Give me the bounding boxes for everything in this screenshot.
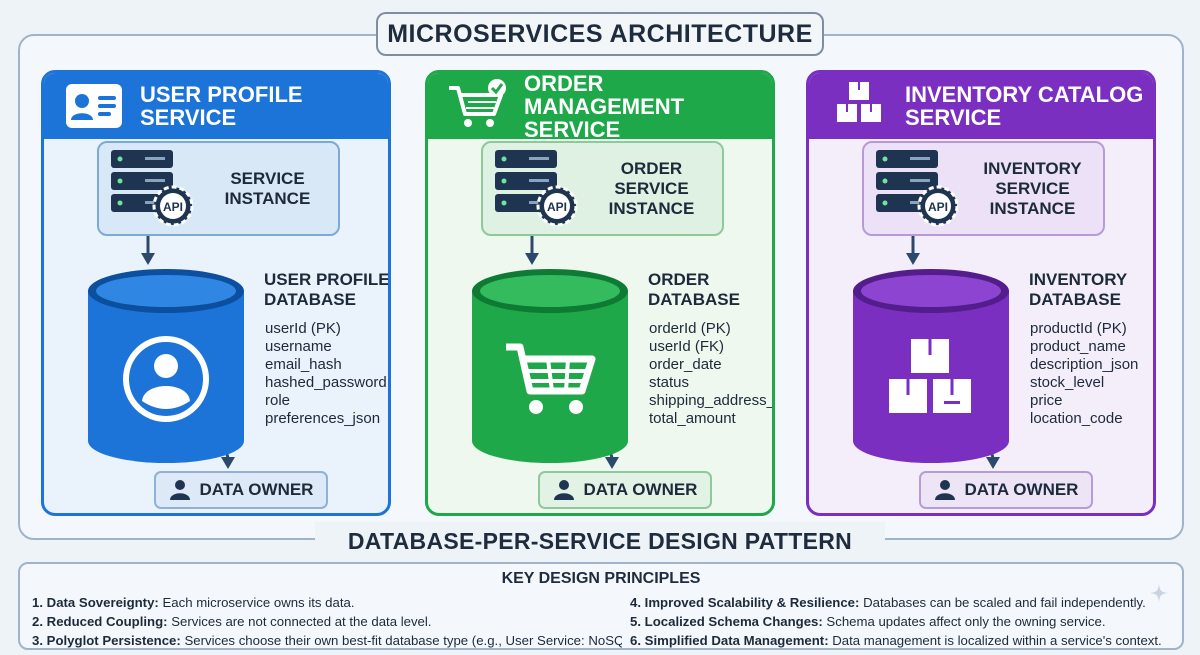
service-name: ORDER MANAGEMENT SERVICE [524, 70, 685, 142]
principle-name: Polyglot Persistence: [46, 633, 181, 648]
field-item: price [1030, 392, 1063, 409]
service-name: USER PROFILE SERVICE [140, 82, 303, 130]
principle-item: 3. Polyglot Persistence: Services choose… [32, 631, 622, 650]
owner-label: DATA OWNER [964, 480, 1079, 499]
sparkle-icon [1150, 584, 1168, 602]
principle-item: 1. Data Sovereignty: Each microservice o… [32, 593, 622, 612]
field-item: userId (PK) [265, 320, 341, 337]
api-server-icon: API [495, 149, 578, 226]
principle-text: Schema updates affect only the owning se… [822, 614, 1106, 629]
inventory-catalog-service-panel: INVENTORY CATALOG SERVICE API INVENTORY … [806, 70, 1156, 516]
user-profile-service-panel: USER PROFILE SERVICE API SERVICE INSTANC… [41, 70, 391, 516]
field-item: orderId (PK) [649, 320, 731, 337]
service-instance-box: API SERVICE INSTANCE [97, 141, 340, 236]
database-cylinder [88, 269, 244, 463]
field-item: role [265, 392, 291, 409]
field-item: preferences_json [265, 410, 381, 427]
database-name: INVENTORY DATABASE [1029, 270, 1127, 309]
principle-number: 3. [32, 633, 43, 648]
principle-name: Localized Schema Changes: [644, 614, 823, 629]
database-fields: userId (PK) username email_hash hashed_p… [265, 320, 388, 428]
field-item: total_amount [649, 410, 736, 427]
field-item: stock_level [1030, 374, 1105, 391]
service-instance-box: API ORDER SERVICE INSTANCE [481, 141, 724, 236]
principle-number: 2. [32, 614, 43, 629]
principle-item: 6. Simplified Data Management: Data mana… [630, 631, 1180, 650]
principle-text: Services choose their own best-fit datab… [180, 633, 622, 648]
field-item: productId (PK) [1030, 320, 1127, 337]
principle-number: 6. [630, 633, 641, 648]
principle-text: Databases can be scaled and fail indepen… [859, 595, 1146, 610]
api-badge: API [928, 200, 948, 214]
person-icon [169, 480, 190, 500]
database-name: ORDER DATABASE [648, 270, 740, 309]
instance-label: INVENTORY SERVICE INSTANCE [983, 158, 1082, 218]
key-design-principles: KEY DESIGN PRINCIPLES 1. Data Sovereignt… [18, 562, 1184, 650]
field-item: description_json [1030, 356, 1139, 373]
database-name: USER PROFILE DATABASE [264, 270, 390, 309]
service-header: INVENTORY CATALOG SERVICE [809, 73, 1153, 139]
service-name: INVENTORY CATALOG SERVICE [905, 82, 1144, 130]
principle-number: 1. [32, 595, 43, 610]
data-owner-badge: DATA OWNER [919, 471, 1093, 509]
api-server-icon: API [876, 149, 959, 226]
field-item: product_name [1030, 338, 1126, 355]
field-item: username [265, 338, 332, 355]
field-item: location_code [1030, 410, 1123, 427]
field-item: shipping_address_id [649, 392, 775, 409]
api-server-icon: API [111, 149, 194, 226]
api-badge: API [547, 200, 567, 214]
order-management-service-panel: ORDER MANAGEMENT SERVICE API ORDER SERVI… [425, 70, 775, 516]
principle-text: Services are not connected at the data l… [167, 614, 432, 629]
main-title: MICROSERVICES ARCHITECTURE [376, 12, 824, 56]
service-header: USER PROFILE SERVICE [44, 73, 388, 139]
principles-column-left: 1. Data Sovereignty: Each microservice o… [32, 593, 622, 650]
principle-text: Each microservice owns its data. [158, 595, 355, 610]
field-item: userId (FK) [649, 338, 725, 355]
instance-label: ORDER SERVICE INSTANCE [608, 158, 695, 218]
shopping-cart-check-icon [449, 79, 506, 127]
principle-number: 4. [630, 595, 641, 610]
principle-text: Data management is localized within a se… [828, 633, 1162, 648]
boxes-icon [889, 339, 971, 413]
person-icon [553, 480, 574, 500]
principle-name: Improved Scalability & Resilience: [644, 595, 860, 610]
owner-label: DATA OWNER [199, 480, 314, 499]
principles-title: KEY DESIGN PRINCIPLES [501, 570, 701, 587]
field-item: hashed_password [265, 374, 387, 391]
pattern-title: DATABASE-PER-SERVICE DESIGN PATTERN [315, 522, 885, 560]
stacked-boxes-icon [837, 82, 881, 122]
user-avatar-icon [123, 336, 209, 422]
principle-item: 2. Reduced Coupling: Services are not co… [32, 612, 622, 631]
database-cylinder [853, 269, 1009, 463]
principles-column-right: 4. Improved Scalability & Resilience: Da… [630, 593, 1180, 650]
field-item: status [649, 374, 690, 391]
principle-name: Data Sovereignty: [46, 595, 159, 610]
api-badge: API [163, 200, 183, 214]
principle-name: Reduced Coupling: [46, 614, 168, 629]
data-owner-badge: DATA OWNER [538, 471, 712, 509]
principle-item: 4. Improved Scalability & Resilience: Da… [630, 593, 1180, 612]
database-fields: orderId (PK) userId (FK) order_date stat… [649, 320, 775, 428]
principle-item: 5. Localized Schema Changes: Schema upda… [630, 612, 1180, 631]
data-owner-badge: DATA OWNER [154, 471, 328, 509]
principle-number: 5. [630, 614, 641, 629]
database-fields: productId (PK) product_name description_… [1030, 320, 1153, 428]
service-instance-box: API INVENTORY SERVICE INSTANCE [862, 141, 1105, 236]
shopping-cart-icon [506, 343, 596, 414]
service-header: ORDER MANAGEMENT SERVICE [428, 70, 772, 142]
database-cylinder [472, 269, 628, 463]
user-profile-card-icon [66, 84, 122, 128]
instance-label: SERVICE INSTANCE [224, 168, 311, 208]
person-icon [934, 480, 955, 500]
field-item: order_date [649, 356, 722, 373]
field-item: email_hash [265, 356, 342, 373]
principle-name: Simplified Data Management: [644, 633, 829, 648]
owner-label: DATA OWNER [583, 480, 698, 499]
